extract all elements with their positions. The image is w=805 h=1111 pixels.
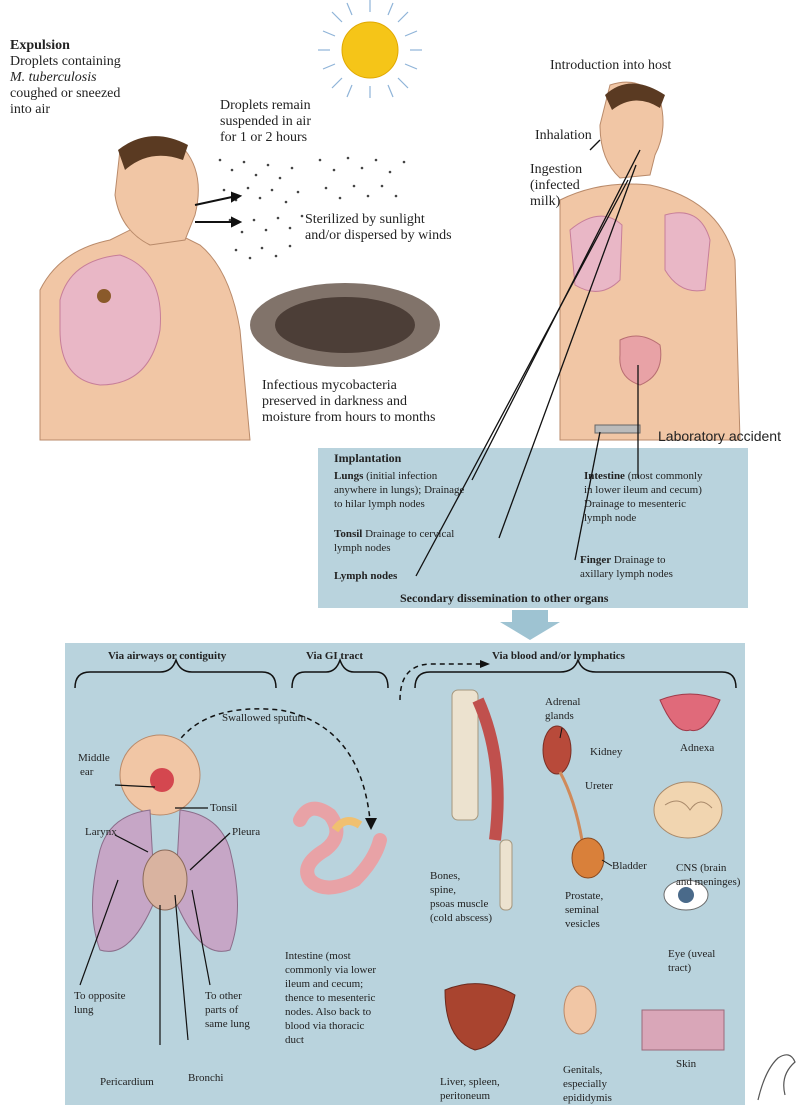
artist-signature bbox=[0, 0, 805, 1111]
